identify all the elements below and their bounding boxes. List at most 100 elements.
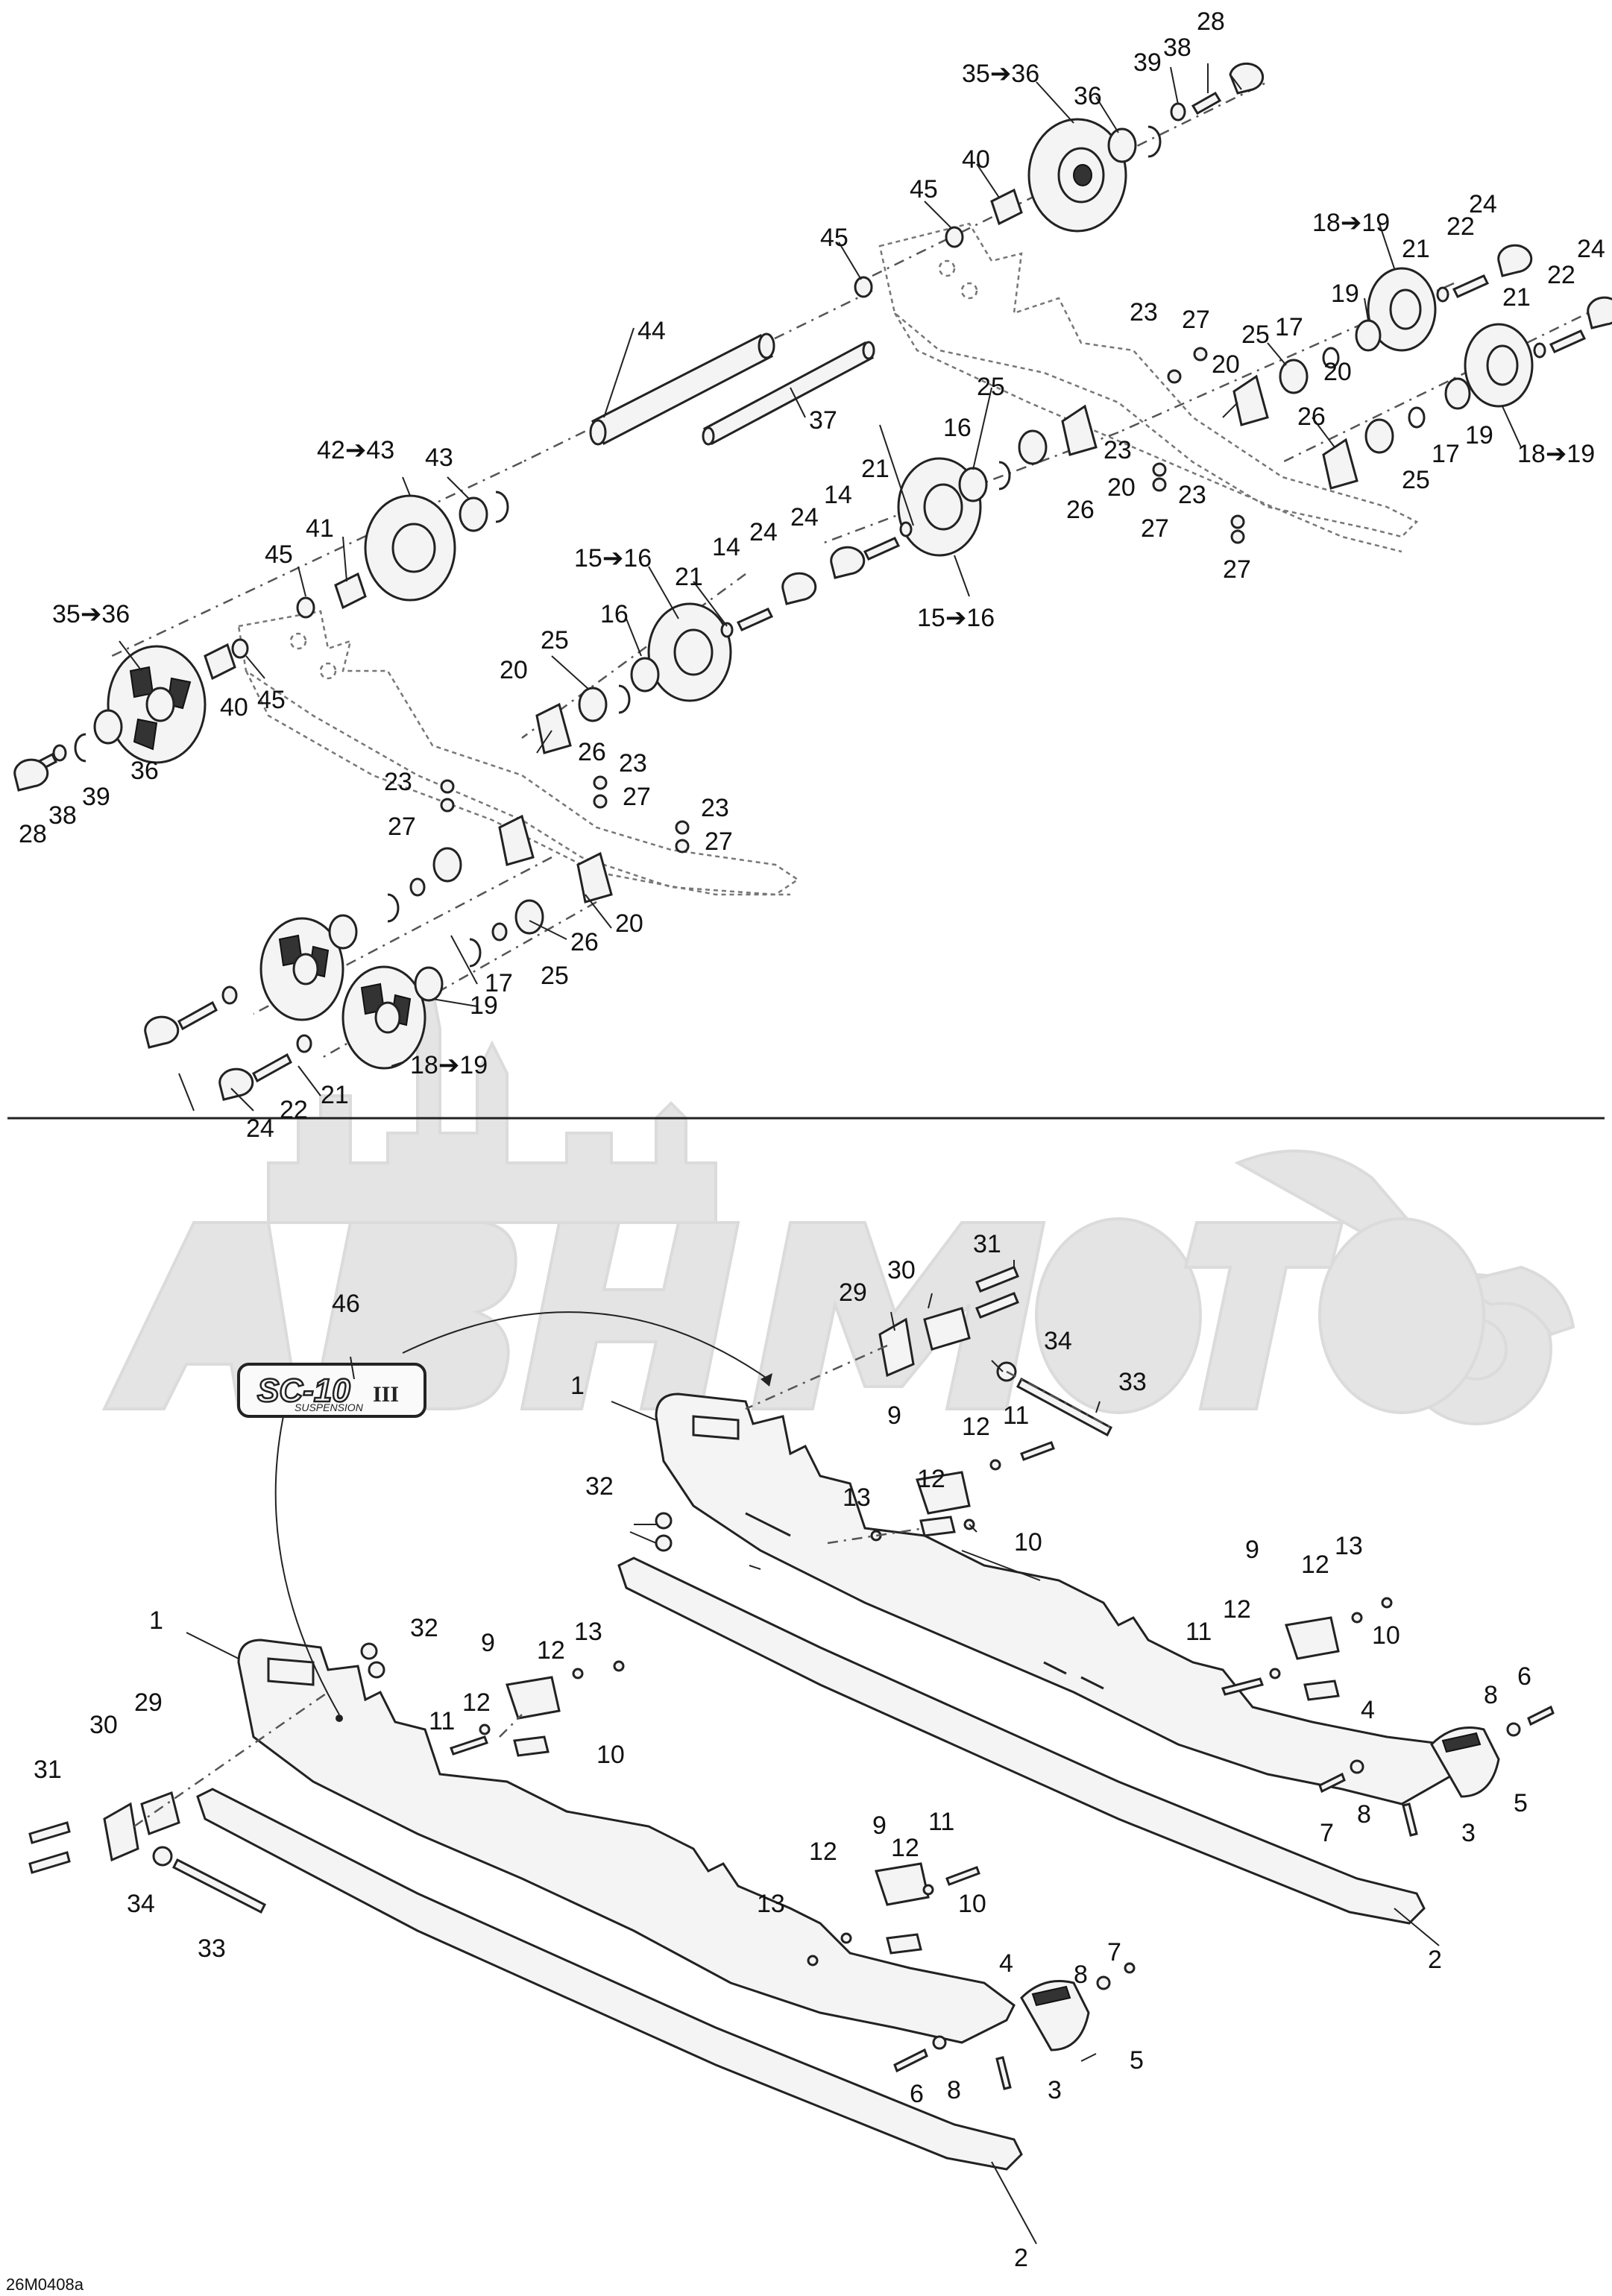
- bearing-36: [1107, 127, 1137, 163]
- washer-21b: [1533, 342, 1546, 359]
- wheel-35-36-top: [1027, 118, 1127, 233]
- callout-35-36: 35➔36: [52, 600, 130, 628]
- callout-3: 3: [1461, 1819, 1476, 1847]
- callout-23: 23: [1130, 298, 1158, 327]
- callout-6: 6: [1517, 1662, 1531, 1691]
- bearing-16b: [630, 657, 660, 693]
- callout-36: 36: [130, 757, 159, 785]
- bolt-22a: [1452, 274, 1490, 298]
- callout-10: 10: [958, 1890, 986, 1918]
- callout-45: 45: [265, 540, 293, 569]
- circlip-17c: [387, 893, 400, 923]
- leader-lines: [119, 63, 1522, 2245]
- callout-24: 24: [749, 518, 778, 546]
- callout-25: 25: [541, 626, 569, 655]
- bearing-19a: [1355, 319, 1382, 352]
- decal-arrow-left: [274, 1416, 340, 1715]
- callout-2: 2: [1014, 2244, 1028, 2272]
- callout-31: 31: [34, 1756, 62, 1784]
- spacer-25e: [432, 847, 462, 883]
- bearing-16a: [958, 467, 988, 502]
- circlip-17b: [1408, 406, 1426, 429]
- spacer-41: [334, 572, 367, 610]
- callout-8: 8: [1357, 1800, 1371, 1829]
- slide-2-right: [617, 1557, 1426, 1925]
- callout-27: 27: [388, 813, 416, 841]
- callout-11: 11: [429, 1707, 455, 1735]
- callout-12: 12: [809, 1838, 837, 1866]
- callout-13: 13: [1335, 1532, 1363, 1560]
- callout-9: 9: [872, 1811, 887, 1840]
- callout-27: 27: [1182, 306, 1210, 334]
- cap-24f: [218, 1067, 254, 1101]
- callout-37: 37: [809, 406, 837, 435]
- callout-30: 30: [89, 1711, 118, 1739]
- bearing-19b: [1444, 377, 1471, 410]
- callout-9: 9: [481, 1629, 495, 1657]
- bolt-22c: [177, 1000, 218, 1031]
- callout-13: 13: [574, 1618, 602, 1646]
- callout-23: 23: [384, 768, 412, 796]
- callout-7: 7: [1107, 1938, 1121, 1967]
- callout-8: 8: [1484, 1681, 1498, 1709]
- callout-24: 24: [246, 1114, 274, 1143]
- callout-9: 9: [887, 1401, 901, 1430]
- upper-left-frame: [237, 610, 800, 896]
- callout-7: 7: [1320, 1819, 1334, 1847]
- wheel-18-19-d: [341, 965, 426, 1070]
- callout-19: 19: [1465, 421, 1493, 450]
- callout-20: 20: [1323, 358, 1352, 386]
- callout-29: 29: [839, 1278, 867, 1307]
- callout-45: 45: [257, 686, 286, 714]
- callout-26: 26: [1066, 496, 1095, 524]
- callout-25: 25: [977, 373, 1005, 401]
- callout-6: 6: [910, 2080, 924, 2108]
- callout-25: 25: [1402, 466, 1430, 494]
- callout-12: 12: [1301, 1551, 1329, 1579]
- bearing-43: [459, 496, 488, 532]
- callout-39: 39: [82, 783, 110, 811]
- callout-42-43: 42➔43: [317, 436, 394, 464]
- callout-18-19: 18➔19: [1517, 440, 1595, 468]
- callout-28: 28: [19, 820, 47, 848]
- callout-11: 11: [928, 1808, 954, 1836]
- callout-26: 26: [1297, 403, 1326, 431]
- callout-19: 19: [470, 991, 498, 1020]
- callout-22: 22: [280, 1096, 308, 1124]
- callout-12: 12: [962, 1413, 990, 1441]
- callout-25: 25: [1241, 321, 1270, 349]
- mount-20f: [576, 851, 613, 903]
- wheel-15-16-left: [647, 602, 732, 702]
- lower-parts: SC-10 SUSPENSION III: [28, 1266, 1555, 2171]
- bearing-19d: [414, 966, 444, 1002]
- callout-34: 34: [127, 1890, 155, 1918]
- callout-9: 9: [1245, 1536, 1259, 1564]
- callout-27: 27: [1141, 514, 1169, 543]
- callout-21: 21: [1402, 235, 1430, 263]
- callout-21: 21: [1502, 283, 1531, 312]
- washer-45c: [296, 596, 315, 619]
- bolt-14a: [863, 537, 901, 561]
- callout-46: 46: [332, 1290, 360, 1318]
- callout-10: 10: [1372, 1621, 1400, 1650]
- callout-10: 10: [596, 1741, 625, 1769]
- callout-4: 4: [999, 1949, 1013, 1978]
- callout-13: 13: [757, 1890, 785, 1918]
- callout-15-16: 15➔16: [574, 544, 652, 573]
- callout-21: 21: [321, 1081, 349, 1109]
- callout-5: 5: [1514, 1789, 1528, 1817]
- callout-22: 22: [1547, 261, 1575, 289]
- callout-19: 19: [1331, 280, 1359, 308]
- callout-12: 12: [462, 1688, 491, 1717]
- callout-38: 38: [1163, 34, 1191, 62]
- callout-32: 32: [585, 1472, 614, 1501]
- spacer-25c: [1018, 429, 1048, 465]
- wheel-35-36-left: [107, 645, 207, 764]
- washer-21c: [899, 521, 913, 537]
- callout-27: 27: [623, 783, 651, 811]
- right-hardware: [655, 1266, 1555, 1837]
- mount-20e: [498, 814, 535, 866]
- callout-11: 11: [1003, 1401, 1029, 1430]
- callout-32: 32: [410, 1614, 438, 1642]
- mount-20b: [1322, 438, 1358, 490]
